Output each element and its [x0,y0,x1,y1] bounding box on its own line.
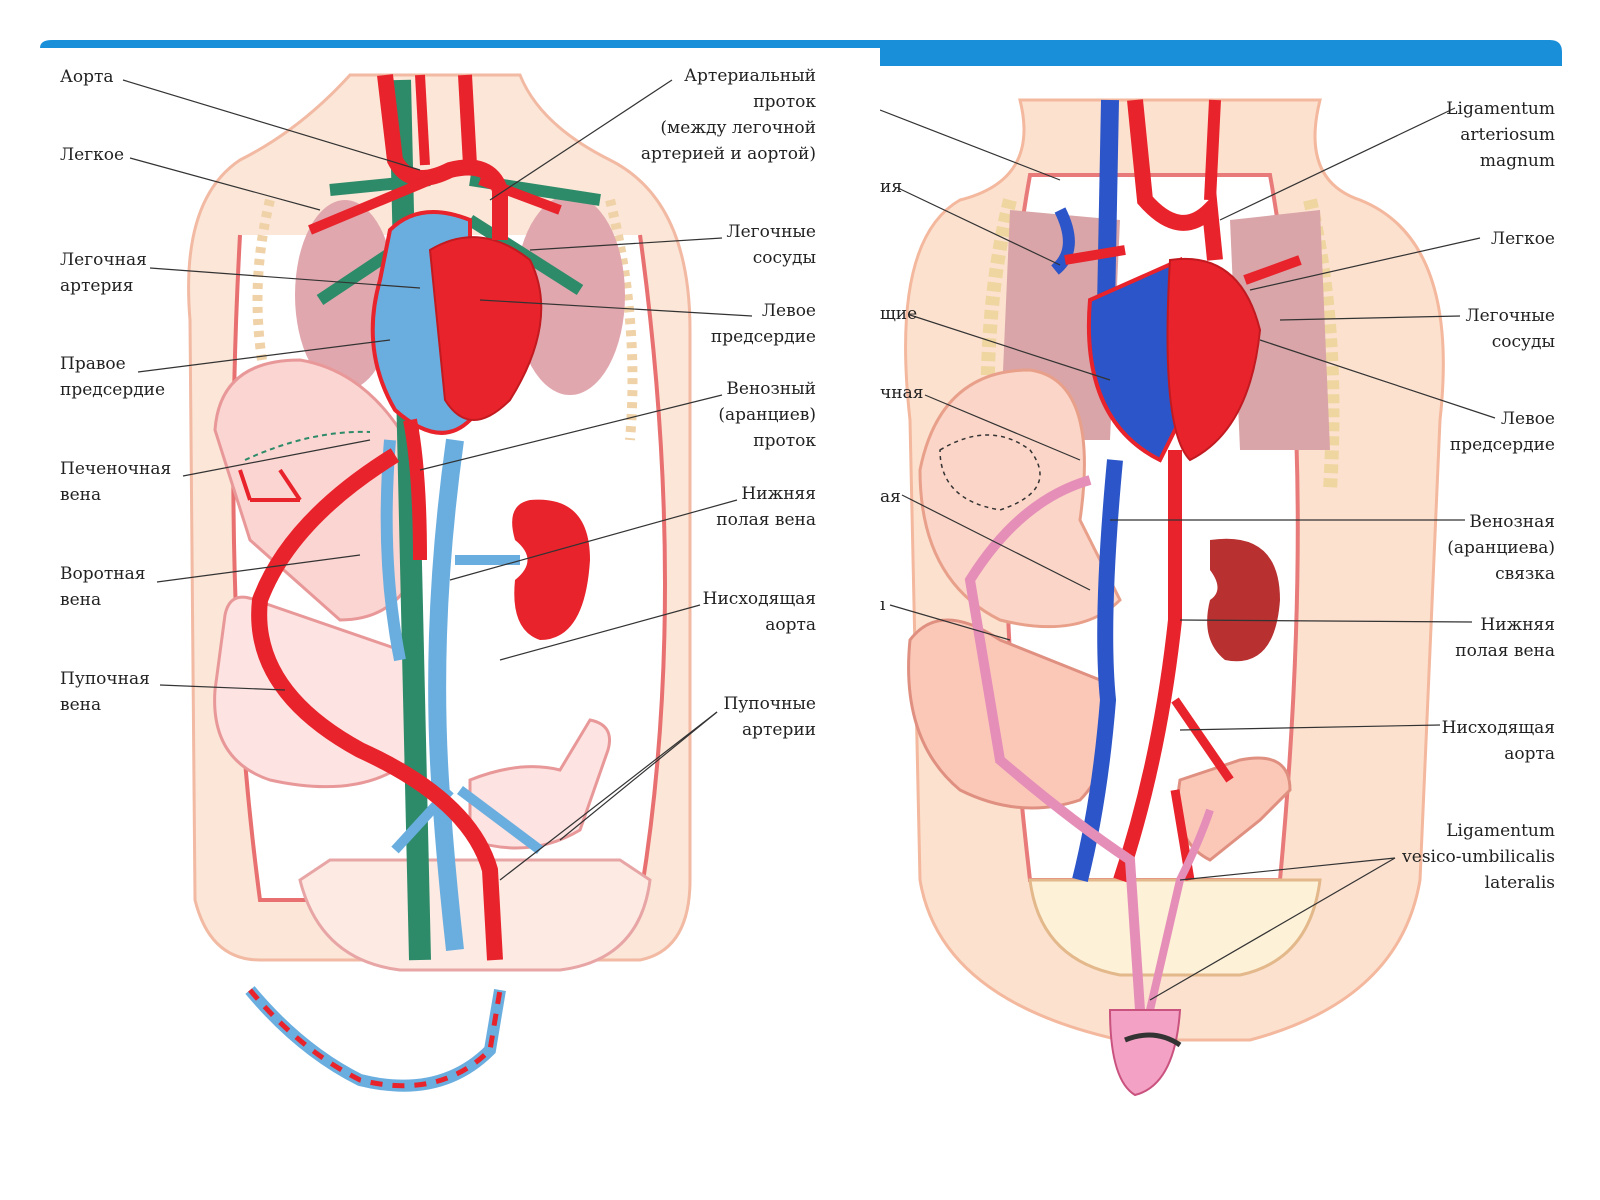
label-cut-2: щие [880,304,918,324]
label-pulmonary-artery: Легочная артерия [60,250,147,296]
fetal-heart-left [428,236,543,421]
label-hepatic-vein: Печеночная вена [60,459,172,505]
newborn-aorta [1127,99,1223,261]
fetal-anatomy-illustration [122,73,753,1092]
fetal-circulation-diagram: Аорта Легкое Легочная артерия Правое пре… [60,66,816,1092]
label-newborn-lung: Легкое [1490,229,1555,249]
header-bar [40,40,1562,66]
newborn-anatomy-illustration [880,98,1496,1097]
newborn-circulation-diagram: ия щие чная ая ı Ligamentum arteriosum m… [880,0,1600,1200]
label-ligamentum-arteriosum: Ligamentum arteriosum magnum [1446,99,1555,171]
label-left-atrium: Левое предсердие [710,301,816,347]
newborn-kidney [1207,538,1280,662]
label-newborn-pulmonary-vessels: Легочные сосуды [1465,306,1555,352]
label-inferior-vena-cava: Нижняя полая вена [716,484,816,530]
newborn-heart-right [1086,256,1182,463]
label-ligamentum-venosum: Венозная (аранциева) связка [1447,512,1555,584]
label-aorta: Аорта [60,67,114,87]
newborn-leader-lines [880,107,1496,1001]
label-newborn-inferior-vena-cava: Нижняя полая вена [1455,615,1555,661]
label-newborn-descending-aorta: Нисходящая аорта [1441,718,1555,764]
fetal-kidney [512,499,590,640]
newborn-inferior-vena-cava [1072,459,1123,882]
label-ligamentum-vesico-umbilicalis: Ligamentum vesico-umbilicalis lateralis [1402,821,1555,893]
newborn-descending-aorta [1113,450,1182,883]
label-pulmonary-vessels: Легочные сосуды [726,222,816,268]
fetal-umbilical-vein [251,448,503,961]
header-bar-shape [40,40,1562,66]
fetal-aorta [377,74,508,240]
label-umbilical-vein: Пупочная вена [60,669,150,715]
fetal-leader-lines-right [419,79,753,881]
label-portal-vein: Воротная вена [60,564,146,610]
label-ductus-venosus: Венозный (аранциев) проток [718,379,816,451]
label-cut-3: чная [880,383,924,403]
fetal-lung-right [515,195,625,395]
newborn-lung-right [1230,210,1330,450]
label-ductus-arteriosus: Артериальный проток (между легочной арте… [640,66,816,164]
label-right-atrium: Правое предсердие [60,354,166,400]
fetal-liver [213,358,422,622]
fetal-inferior-vena-cava [428,438,464,951]
fetal-leader-lines-left [122,79,421,691]
label-cut-5: ı [880,595,886,615]
fetal-descending-aorta [403,418,427,561]
label-umbilical-arteries: Пупочные артерии [723,694,816,740]
newborn-heart-left [1166,257,1262,462]
newborn-umbilical-ligament [964,475,1145,1011]
label-newborn-left-atrium: Левое предсердие [1449,409,1555,455]
label-cut-1: ия [880,177,903,197]
newborn-navel-stump [1108,1009,1182,1097]
label-descending-aorta: Нисходящая аорта [702,589,816,635]
label-lung: Легкое [60,145,125,165]
newborn-liver [918,368,1122,629]
label-cut-4: ая [880,487,901,507]
